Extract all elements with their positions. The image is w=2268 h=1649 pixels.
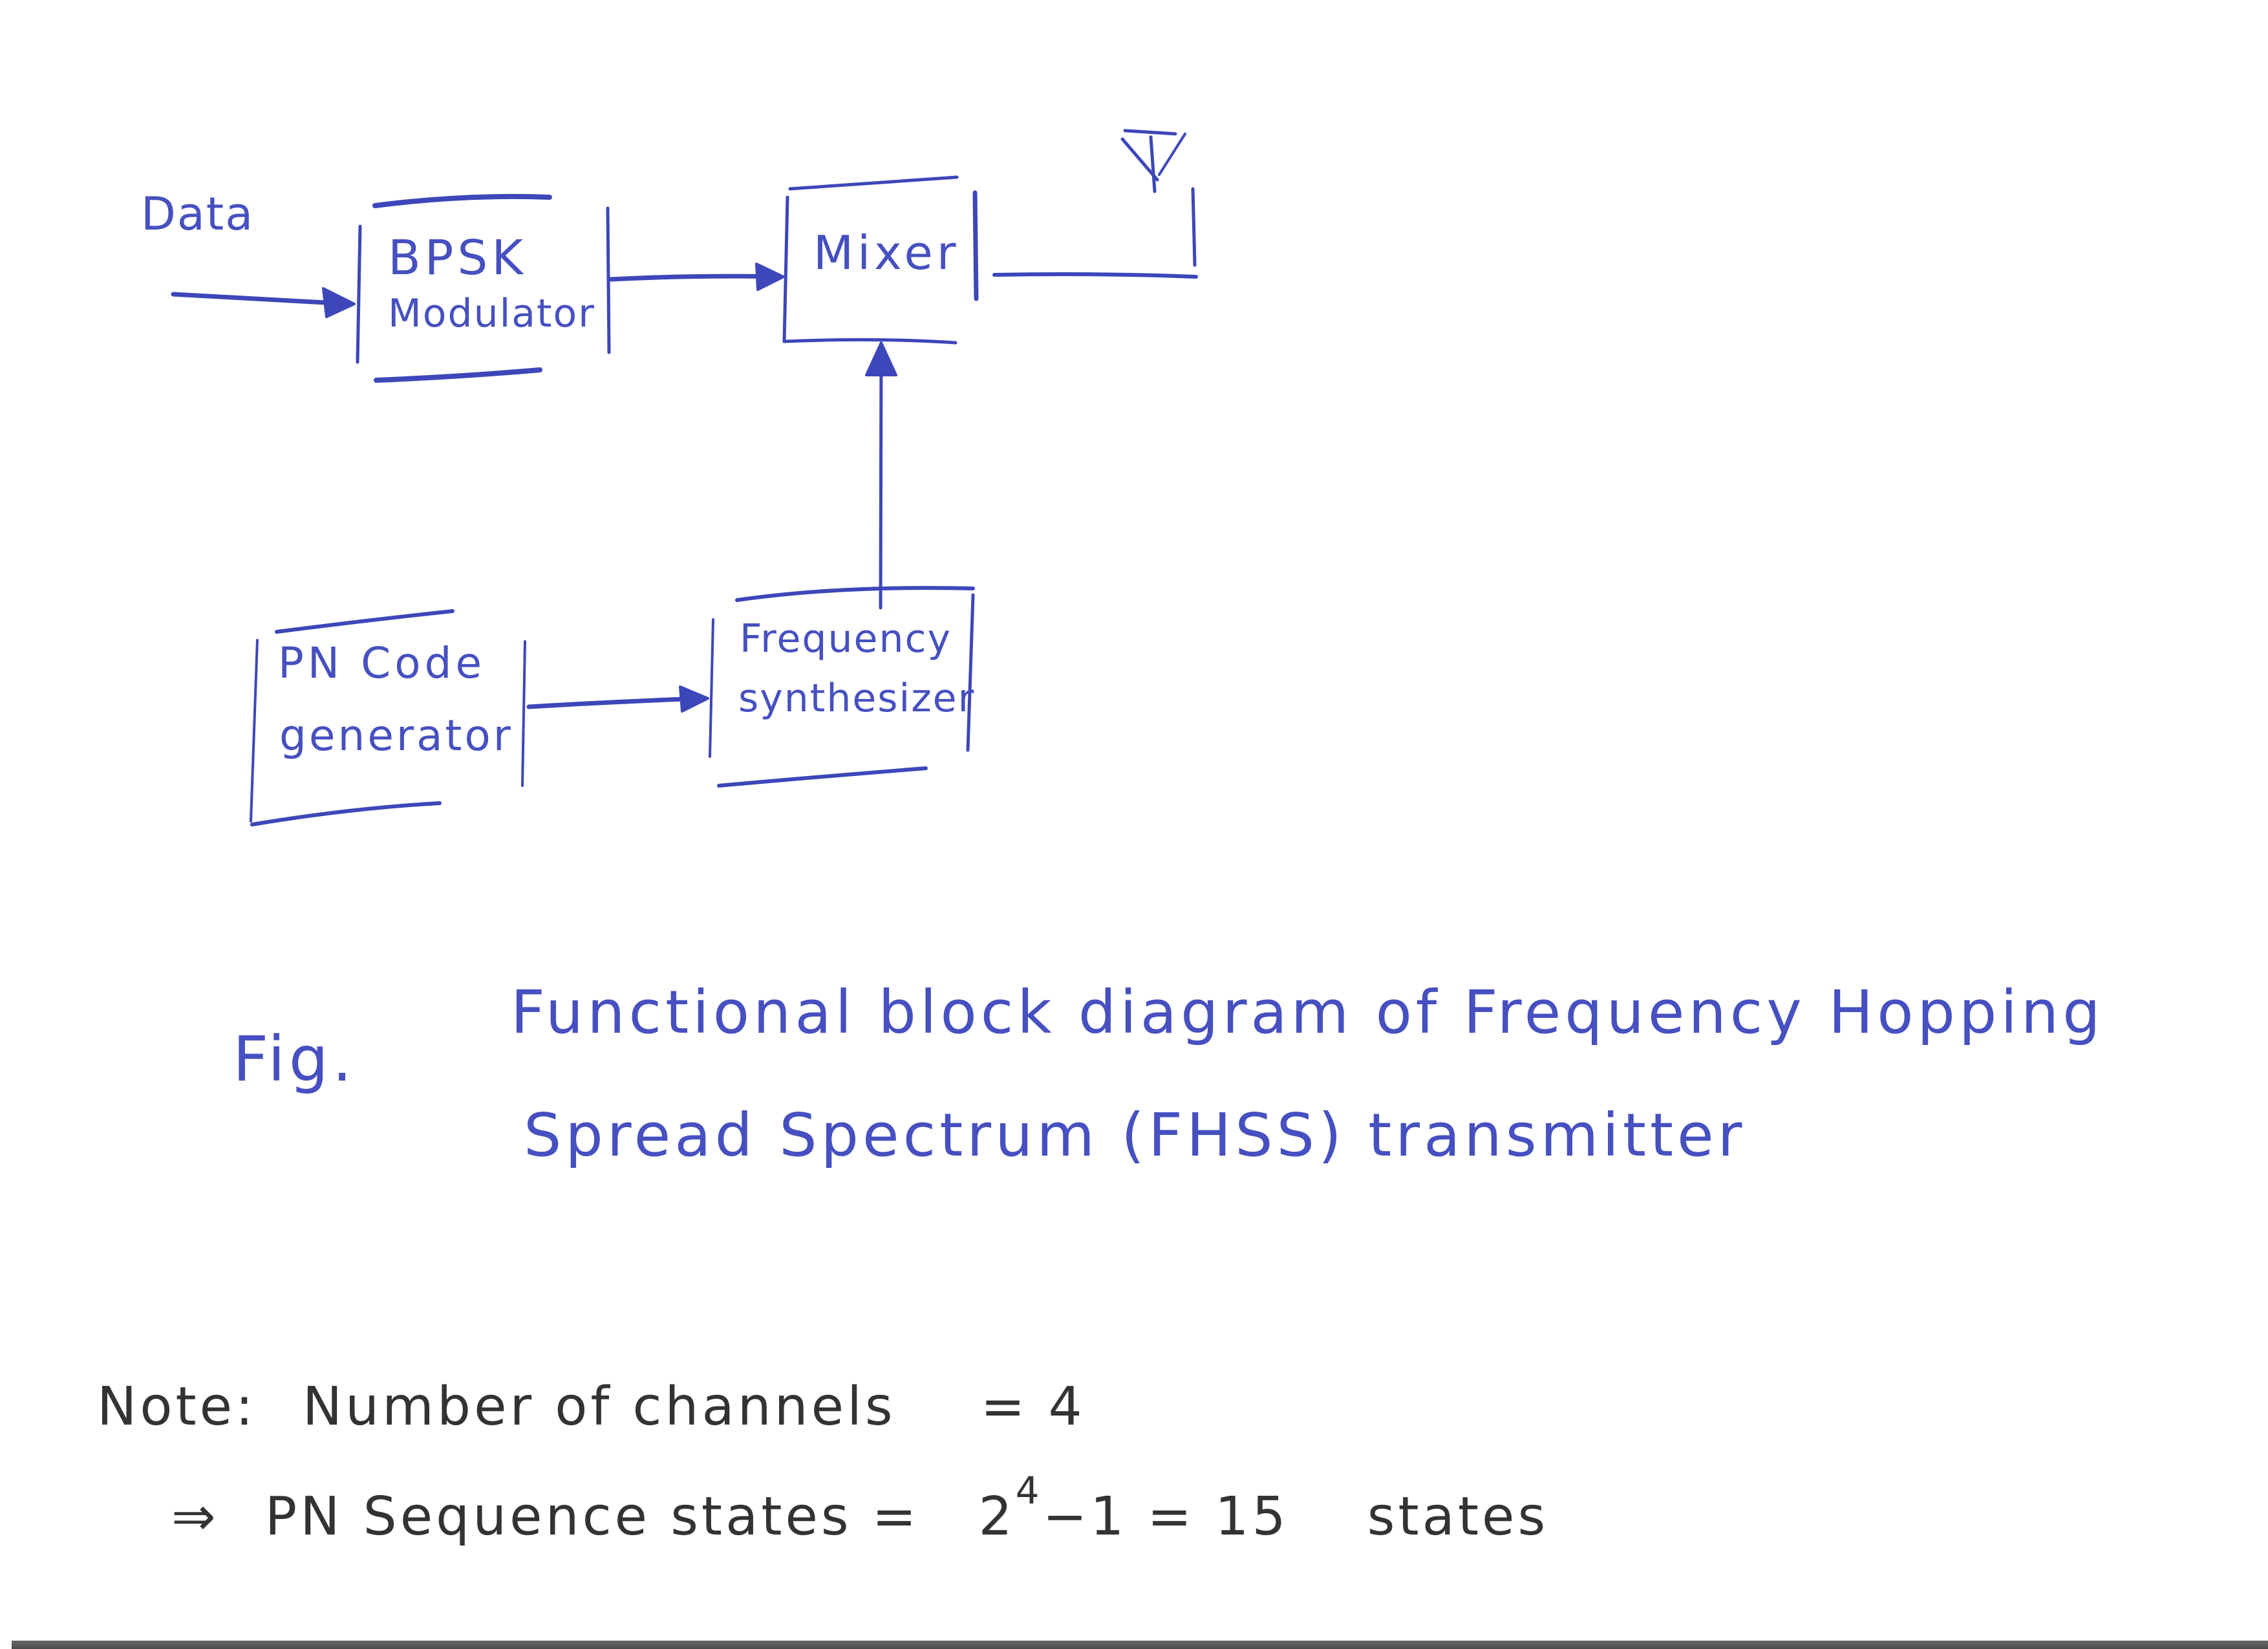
mixer-box-bottom xyxy=(782,338,957,345)
note-states-unit: states xyxy=(1367,1486,1549,1547)
synth-mixer-head xyxy=(865,341,897,376)
mixer-antenna-horizontal xyxy=(992,272,1198,279)
pn-synth-head xyxy=(679,685,709,713)
pn-label-line2: generator xyxy=(279,711,513,760)
bpsk-label-line2: Modulator xyxy=(388,291,595,336)
antenna-mast xyxy=(1149,135,1157,193)
note-pn-states-text: PN Sequence states = xyxy=(264,1486,920,1547)
pn-box-left xyxy=(250,639,259,823)
data-input-label: Data xyxy=(141,188,255,241)
mixer-box-top xyxy=(788,175,959,191)
bpsk-label-line1: BPSK xyxy=(388,230,527,286)
mixer-label: Mixer xyxy=(813,226,960,280)
data-arrow-line xyxy=(171,292,352,307)
scanner-edge xyxy=(12,1641,2268,1649)
synth-label-line1: Frequency xyxy=(740,616,952,662)
synth-label-line2: synthesizer xyxy=(738,676,976,721)
data-arrow-head xyxy=(322,287,356,318)
pn-label-line1: PN Code xyxy=(278,638,486,688)
synth-box-top xyxy=(735,586,975,602)
synth-box-left xyxy=(709,618,714,758)
pn-box-bottom xyxy=(250,801,442,826)
implies-arrow-icon: ⇒ xyxy=(171,1486,219,1547)
mixer-antenna-vertical xyxy=(1191,187,1197,267)
antenna-left xyxy=(1120,137,1159,182)
bpsk-mixer-head xyxy=(755,263,785,291)
note-line1: Note: Number of channels = 4 xyxy=(97,1381,1086,1434)
mixer-box-right xyxy=(972,190,979,301)
synth-box-right xyxy=(966,593,975,752)
note-pn-states-result: −1 = 15 xyxy=(1042,1486,1289,1547)
pn-box-right xyxy=(521,640,526,787)
mixer-box-left xyxy=(782,195,789,343)
note-power-base: 2 xyxy=(978,1486,1016,1547)
bpsk-box-bottom xyxy=(374,367,542,383)
caption-line2: Spread Spectrum (FHSS) transmitter xyxy=(524,1101,1746,1170)
caption-line1: Functional block diagram of Frequency Ho… xyxy=(511,978,2104,1047)
synth-box-bottom xyxy=(717,766,928,788)
note-channels-text: Number of channels xyxy=(302,1376,896,1438)
note-channels-value: = 4 xyxy=(980,1376,1086,1438)
bpsk-mixer-line xyxy=(608,274,782,282)
bpsk-box-left xyxy=(356,224,362,364)
note-label: Note: xyxy=(97,1376,257,1438)
pn-synth-line xyxy=(526,696,704,709)
antenna-right xyxy=(1158,133,1186,176)
pn-box-top xyxy=(275,609,455,634)
bpsk-box-top xyxy=(372,193,552,208)
note-power-exponent: 4 xyxy=(1015,1469,1043,1513)
figure-prefix: Fig. xyxy=(233,1023,356,1095)
note-line2: ⇒ PN Sequence states = 24−1 = 15 states xyxy=(171,1472,1548,1544)
antenna-top xyxy=(1123,129,1177,136)
